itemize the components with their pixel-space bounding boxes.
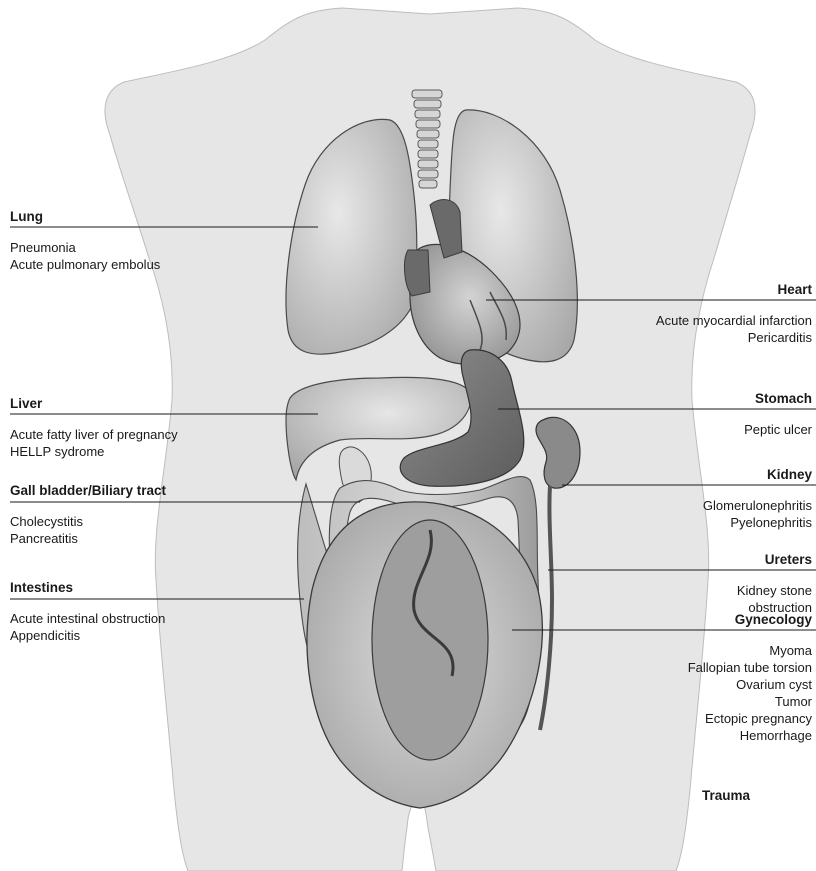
label-gynecology: Gynecology Myoma Fallopian tube torsion … (688, 611, 812, 744)
label-gall-bladder: Gall bladder/Biliary tract Cholecystitis… (10, 482, 166, 547)
label-gynecology-item: Ovarium cyst (688, 676, 812, 693)
label-gall-bladder-item: Pancreatitis (10, 530, 166, 547)
label-intestines-title: Intestines (10, 579, 165, 596)
label-gynecology-item: Tumor (688, 693, 812, 710)
label-intestines-item: Appendicitis (10, 627, 165, 644)
label-trauma: Trauma (702, 787, 750, 804)
label-ureters: Ureters Kidney stone obstruction (737, 551, 812, 616)
label-gynecology-title: Gynecology (688, 611, 812, 628)
label-lung-title: Lung (10, 208, 160, 225)
label-heart: Heart Acute myocardial infarction Perica… (656, 281, 812, 346)
label-lung-item: Acute pulmonary embolus (10, 256, 160, 273)
label-stomach-item: Peptic ulcer (744, 421, 812, 438)
label-heart-item: Acute myocardial infarction (656, 312, 812, 329)
label-intestines-item: Acute intestinal obstruction (10, 610, 165, 627)
label-gynecology-item: Myoma (688, 642, 812, 659)
label-intestines: Intestines Acute intestinal obstruction … (10, 579, 165, 644)
label-liver: Liver Acute fatty liver of pregnancy HEL… (10, 395, 178, 460)
label-kidney-item: Pyelonephritis (703, 514, 812, 531)
label-gynecology-item: Ectopic pregnancy (688, 710, 812, 727)
label-trauma-title: Trauma (702, 787, 750, 804)
label-heart-title: Heart (656, 281, 812, 298)
label-kidney: Kidney Glomerulonephritis Pyelonephritis (703, 466, 812, 531)
label-lung: Lung Pneumonia Acute pulmonary embolus (10, 208, 160, 273)
label-gynecology-item: Hemorrhage (688, 727, 812, 744)
label-liver-title: Liver (10, 395, 178, 412)
label-gynecology-item: Fallopian tube torsion (688, 659, 812, 676)
label-kidney-title: Kidney (703, 466, 812, 483)
label-ureters-item: Kidney stone (737, 582, 812, 599)
label-stomach-title: Stomach (744, 390, 812, 407)
label-stomach: Stomach Peptic ulcer (744, 390, 812, 438)
label-gall-bladder-item: Cholecystitis (10, 513, 166, 530)
label-lung-item: Pneumonia (10, 239, 160, 256)
label-heart-item: Pericarditis (656, 329, 812, 346)
label-ureters-title: Ureters (737, 551, 812, 568)
label-liver-item: HELLP sydrome (10, 443, 178, 460)
label-gall-bladder-title: Gall bladder/Biliary tract (10, 482, 166, 499)
label-kidney-item: Glomerulonephritis (703, 497, 812, 514)
label-liver-item: Acute fatty liver of pregnancy (10, 426, 178, 443)
